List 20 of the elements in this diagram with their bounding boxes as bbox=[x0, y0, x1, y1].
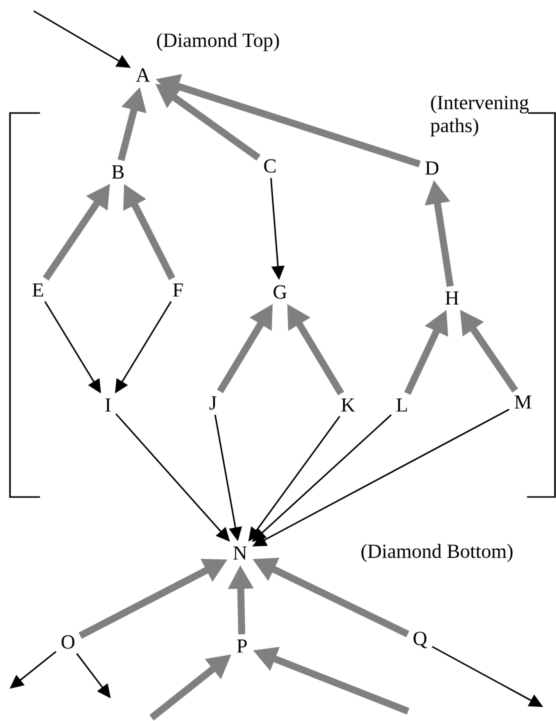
node-label: K bbox=[341, 398, 356, 412]
node-label: I bbox=[105, 398, 111, 412]
node-label: Q bbox=[414, 632, 427, 648]
node-label: O bbox=[62, 635, 74, 649]
node-label: G bbox=[274, 285, 287, 299]
note: (Intervening paths) bbox=[430, 95, 529, 136]
note: (Diamond Top) bbox=[157, 32, 279, 52]
node-label: J bbox=[210, 396, 216, 410]
node-label: E bbox=[32, 283, 44, 297]
node-label: A bbox=[136, 68, 150, 82]
node-label: H bbox=[445, 291, 459, 305]
node-label: P bbox=[237, 639, 247, 653]
node-label: M bbox=[514, 395, 532, 409]
node-label: B bbox=[112, 165, 124, 179]
node-label: N bbox=[233, 546, 247, 560]
node-label: D bbox=[425, 161, 438, 175]
node-label: C bbox=[264, 159, 276, 173]
node-label: L bbox=[396, 398, 407, 412]
node-label: F bbox=[173, 283, 183, 297]
note: (Diamond Bottom) bbox=[362, 544, 513, 562]
